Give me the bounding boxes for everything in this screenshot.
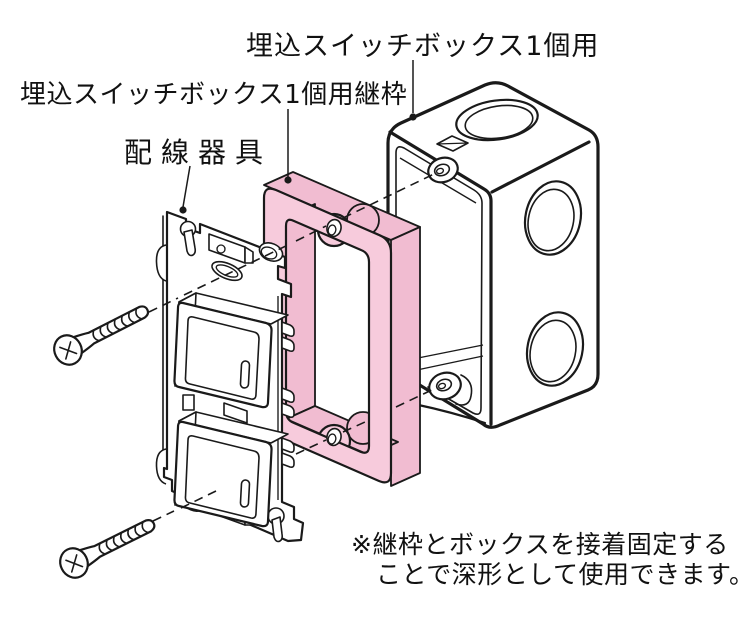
screw-cross-slot <box>59 341 78 360</box>
mounting-screw-top <box>53 305 150 366</box>
assembly-centerline-top <box>148 172 437 313</box>
plate-center-clip <box>182 394 195 411</box>
leader-box-label <box>409 60 417 121</box>
plate-screw-hole-top <box>258 242 284 262</box>
wiring-device-illustration <box>155 210 305 543</box>
plate-side-bracket-lower <box>155 448 167 485</box>
frame-right-face <box>390 226 421 487</box>
mounting-screw-bottom <box>59 518 156 579</box>
switch-box-illustration <box>386 81 600 429</box>
note-line-2: ことで深形として使用できます。 <box>376 560 755 589</box>
box-side-knockout-upper <box>523 180 583 256</box>
note-line-1: ※継枠とボックスを接着固定する <box>351 530 729 559</box>
box-front-top-edge <box>388 130 493 426</box>
leader-device-label <box>179 165 191 214</box>
box-side-knockout-lower <box>525 311 585 387</box>
screw-cross-slot <box>65 554 84 573</box>
box-top-right-edge <box>490 140 591 194</box>
box-floor-front-edge <box>412 402 487 425</box>
plate-keyhole-top <box>179 220 197 257</box>
plate-side-clips <box>281 321 295 468</box>
assembly-centerline-bottom <box>152 387 437 522</box>
box-top-knockout-hole <box>455 98 539 142</box>
plate-center-tab <box>223 402 248 424</box>
box-top-square-knockout <box>436 135 469 152</box>
box-opening-rim <box>395 146 483 415</box>
frame-tab-hole-bottom <box>326 427 342 447</box>
extension-frame-illustration <box>262 171 421 487</box>
frame-tab-hole-top <box>326 218 342 238</box>
label-wiring-device: 配線器具 <box>124 136 272 169</box>
frame-inner-left-wall <box>285 203 316 420</box>
plate-side-bracket-upper <box>155 244 167 282</box>
plate-keyhole-bottom <box>267 507 285 543</box>
frame-front-ring <box>262 187 393 484</box>
leader-frame-label <box>284 109 292 184</box>
label-switch-box: 埋込スイッチボックス1個用 <box>246 31 599 62</box>
label-extension-frame: 埋込スイッチボックス1個用継枠 <box>20 80 407 110</box>
rocker-switch-upper <box>173 292 289 409</box>
box-screw-boss-top <box>427 156 459 184</box>
plate-bracket-top <box>208 233 254 264</box>
